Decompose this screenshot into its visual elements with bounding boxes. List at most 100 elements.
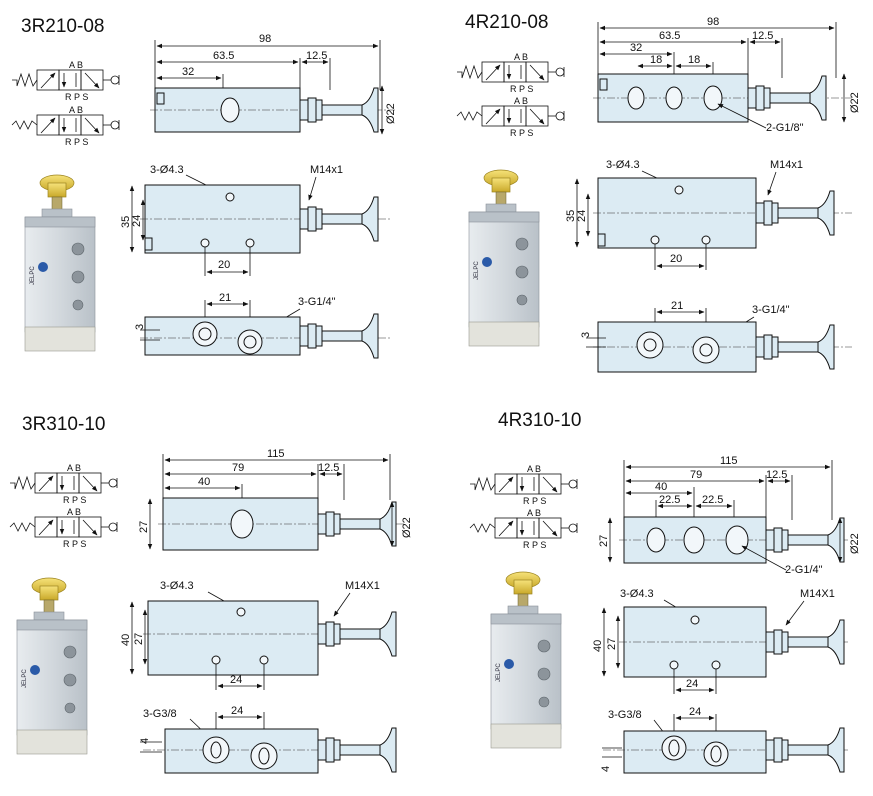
photo-brand-label: JELPC: [474, 261, 480, 280]
symbol-label-top: A B: [527, 464, 541, 474]
dim-button-diameter: Ø22: [385, 103, 397, 124]
model-title: 3R210-08: [21, 16, 104, 37]
dim-body-length: 79: [690, 469, 702, 481]
dim-button-diameter: Ø22: [849, 533, 861, 554]
bottom-view: 21 3-G1/4" 3: [580, 300, 852, 373]
top-view: 115 79 12.5 40 22.5 22.5 27 Ø22 2-G1/4": [598, 455, 861, 576]
dim-overall-length: 98: [259, 33, 271, 45]
front-view: 3-Ø4.3 M14X1 40 27 24: [592, 588, 848, 694]
product-photo: JELPC: [24, 174, 96, 352]
dim-height: 40: [120, 634, 132, 646]
valve-symbol-push: A B R P S: [457, 52, 564, 94]
product-photo: JELPC: [16, 577, 88, 755]
dim-overall-length: 98: [707, 16, 719, 28]
dim-body-length: 79: [232, 462, 244, 474]
top-view: 115 79 12.5 40 27 Ø22: [138, 448, 413, 551]
label-thread: M14X1: [345, 580, 380, 592]
dim-short-length: 12.5: [306, 50, 327, 62]
dim-hole-spacing: 20: [670, 253, 682, 265]
dim-height: 40: [592, 640, 604, 652]
model-title: 4R210-08: [465, 12, 548, 33]
symbol-label-top: A B: [69, 60, 83, 70]
product-photo: JELPC: [490, 571, 562, 749]
dim-first-offset: 40: [198, 476, 210, 488]
dim-inner-height: 27: [133, 633, 145, 645]
label-mount-holes: 3-Ø4.3: [606, 159, 640, 171]
model-3r210-08: 3R210-08 A B R P S A B R P S 98 63.5 12.…: [12, 16, 397, 359]
dim-pitch-b: 22.5: [702, 494, 723, 506]
dim-first-offset: 32: [630, 42, 642, 54]
photo-brand-label: JELPC: [22, 669, 28, 688]
dim-button-diameter: Ø22: [401, 517, 413, 538]
symbol-label-bottom: R P S: [523, 540, 546, 550]
dim-body-height: 27: [598, 535, 610, 547]
valve-symbol-spring: A B R P S: [12, 105, 119, 147]
dim-inner-height: 24: [131, 215, 143, 227]
label-thread: M14x1: [310, 164, 343, 176]
model-4r210-08: 4R210-08 A B R P S A B R P S 98 63.5 12.…: [457, 12, 861, 373]
valve-symbol-push: A B R P S: [470, 464, 577, 506]
dim-pitch-a: 22.5: [659, 494, 680, 506]
dim-port-spacing: 24: [689, 706, 701, 718]
dim-short-length: 12.5: [766, 469, 787, 481]
symbol-label-top: A B: [67, 463, 81, 473]
front-view: 3-Ø4.3 M14X1 40 27 24: [120, 580, 397, 690]
label-ports: 3-G3/8: [143, 708, 177, 720]
dim-short-length: 12.5: [318, 462, 339, 474]
dim-offset: 3: [580, 332, 592, 338]
dim-pitch-a: 18: [650, 54, 662, 66]
dim-offset: 4: [139, 738, 151, 744]
label-mount-holes: 3-Ø4.3: [160, 580, 194, 592]
dim-hole-spacing: 24: [230, 674, 242, 686]
dim-body-height: 27: [138, 521, 150, 533]
dim-overall-length: 115: [720, 455, 738, 467]
label-ports: 3-G3/8: [608, 709, 642, 721]
dim-port-spacing: 21: [219, 292, 231, 304]
dim-button-diameter: Ø22: [849, 92, 861, 113]
dim-height: 35: [565, 210, 577, 222]
symbol-label-top: A B: [69, 105, 83, 115]
product-photo: JELPC: [468, 169, 540, 347]
front-view: 3-Ø4.3 M14x1 35 24 20: [120, 164, 390, 276]
symbol-label-top: A B: [67, 507, 81, 517]
valve-symbol-spring: A B R P S: [470, 508, 577, 550]
dim-body-length: 63.5: [659, 30, 680, 42]
dim-port-spacing: 24: [231, 705, 243, 717]
top-view: 98 63.5 12.5 32 18 18 Ø22 2-G1/8": [593, 16, 861, 134]
photo-brand-label: JELPC: [30, 266, 36, 285]
dim-overall-length: 115: [267, 448, 285, 460]
dim-inner-height: 24: [576, 210, 588, 222]
dim-height: 35: [120, 216, 132, 228]
model-3r310-10: 3R310-10 A B R P S A B R P S 115 79 12.5…: [10, 414, 413, 774]
dim-body-length: 63.5: [213, 50, 234, 62]
label-side-ports: 2-G1/4": [785, 564, 823, 576]
label-ports: 3-G1/4": [298, 296, 336, 308]
symbol-label-bottom: R P S: [510, 128, 533, 138]
valve-symbol-spring: A B R P S: [10, 507, 117, 549]
symbol-label-bottom: R P S: [63, 495, 86, 505]
valve-symbol-push: A B R P S: [12, 60, 119, 102]
bottom-view: 3-G3/8 24 4: [139, 705, 397, 774]
label-mount-holes: 3-Ø4.3: [620, 588, 654, 600]
dim-port-spacing: 21: [671, 300, 683, 312]
dim-hole-spacing: 20: [218, 259, 230, 271]
label-thread: M14x1: [770, 159, 803, 171]
model-title: 3R310-10: [22, 414, 105, 435]
symbol-label-bottom: R P S: [65, 92, 88, 102]
dim-offset: 3: [134, 324, 146, 330]
dim-pitch-b: 18: [688, 54, 700, 66]
label-side-ports: 2-G1/8": [766, 122, 804, 134]
dim-first-offset: 40: [655, 481, 667, 493]
symbol-label-bottom: R P S: [523, 496, 546, 506]
model-4r310-10: 4R310-10 A B R P S A B R P S 115 79 12.5: [470, 410, 861, 774]
valve-symbol-spring: A B R P S: [457, 96, 564, 138]
symbol-label-top: A B: [514, 96, 528, 106]
dim-first-offset: 32: [182, 66, 194, 78]
photo-brand-label: JELPC: [496, 663, 502, 682]
model-title: 4R310-10: [498, 410, 581, 431]
symbol-label-bottom: R P S: [65, 137, 88, 147]
dim-offset: 4: [600, 766, 612, 772]
dim-inner-height: 27: [606, 638, 618, 650]
symbol-label-top: A B: [514, 52, 528, 62]
